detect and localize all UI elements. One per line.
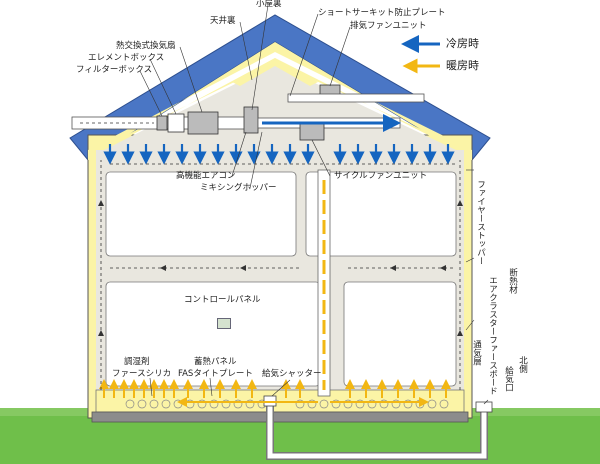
label-high-perf-aircon: 高機能エアコン [176, 171, 236, 181]
short-circuit-plate-duct [287, 93, 425, 103]
label-fas-tight-plate: FASタイトプレート [178, 369, 253, 379]
label-air-cluster-board: エアクラスターファースボード [487, 276, 498, 395]
legend-heating-label: 暖房時 [446, 59, 479, 72]
heat-exchange-fan-box [187, 111, 219, 135]
label-attic: 小屋裏 [256, 0, 282, 9]
label-short-circuit-plate: ショートサーキット防止プレート [318, 8, 446, 18]
wall-vent-flows [80, 122, 461, 390]
label-vent-layer: 通気層 [471, 340, 482, 366]
label-filter-box: フィルターボックス [76, 65, 153, 75]
label-north-side: 北側 [517, 356, 528, 373]
north-inlet-cap [475, 401, 493, 413]
label-ceiling-space: 天井裏 [210, 16, 236, 26]
element-box [167, 113, 185, 133]
label-cycle-fan-unit: サイクルファンユニット [334, 171, 428, 181]
label-control-panel: コントロールパネル [184, 295, 261, 305]
aircon-unit [243, 106, 259, 134]
room-lower-right [343, 281, 457, 387]
ceiling-cooling-arrows [103, 144, 455, 165]
control-panel-icon [217, 318, 231, 329]
attic-top-insulation [232, 58, 318, 86]
label-fire-stopper: ファイヤーストッパー [475, 180, 486, 265]
label-supply-inlet: 給気口 [503, 366, 514, 392]
legend-cooling-label: 冷房時 [446, 37, 479, 50]
label-humidity-agent: 調湿剤 [124, 357, 150, 367]
room-upper-right [305, 171, 457, 257]
wall-vent-arrowheads [98, 200, 463, 336]
label-element-box: エレメントボックス [88, 53, 165, 63]
filter-box [156, 115, 168, 131]
label-heat-storage-panel: 蓄熱パネル [194, 357, 237, 367]
label-insulation: 断熱材 [507, 268, 518, 294]
label-supply-shutter: 給気シャッター [262, 369, 322, 379]
cycle-fan-box [299, 121, 325, 141]
floor-heating-arrows [99, 379, 451, 398]
foundation-base [91, 411, 469, 423]
label-heat-exchange-fan: 熱交換式換気扇 [116, 41, 176, 51]
label-mixing-hopper: ミキシングホッパー [200, 183, 277, 193]
room-upper-left [105, 171, 297, 257]
label-exhaust-fan-unit: 排気ファンユニット [350, 21, 427, 31]
leader-lines [139, 4, 489, 405]
label-first-silica: ファースシリカ [112, 369, 172, 379]
